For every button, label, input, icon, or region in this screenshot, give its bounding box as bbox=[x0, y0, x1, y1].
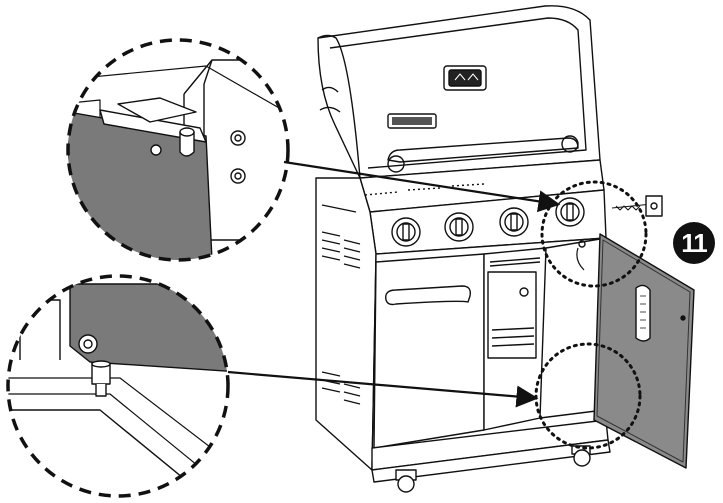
leader-arrow-bottom bbox=[227, 370, 539, 408]
hinge-pin-hardware bbox=[611, 195, 663, 217]
caster-wheel bbox=[395, 469, 417, 493]
control-knobs bbox=[391, 197, 585, 247]
cart-side-panel bbox=[315, 177, 377, 471]
brand-badge bbox=[443, 65, 487, 91]
grill-lid bbox=[317, 5, 601, 179]
caster-wheels bbox=[395, 445, 591, 493]
control-knob bbox=[499, 207, 529, 237]
control-knob bbox=[391, 217, 421, 247]
control-knob bbox=[555, 197, 585, 227]
control-knob bbox=[444, 212, 474, 242]
step-number-badge: 11 bbox=[673, 222, 715, 264]
open-cabinet-door bbox=[593, 233, 695, 469]
cart-base bbox=[371, 419, 611, 483]
callout-circle-top-hinge bbox=[540, 180, 648, 288]
cart-body bbox=[371, 237, 607, 471]
leader-arrow-top bbox=[283, 160, 561, 213]
brand-nameplate bbox=[387, 113, 437, 129]
detail-view-bottom-hinge bbox=[6, 274, 230, 498]
detail-view-top-hinge bbox=[66, 38, 290, 262]
caster-wheel bbox=[571, 445, 591, 467]
